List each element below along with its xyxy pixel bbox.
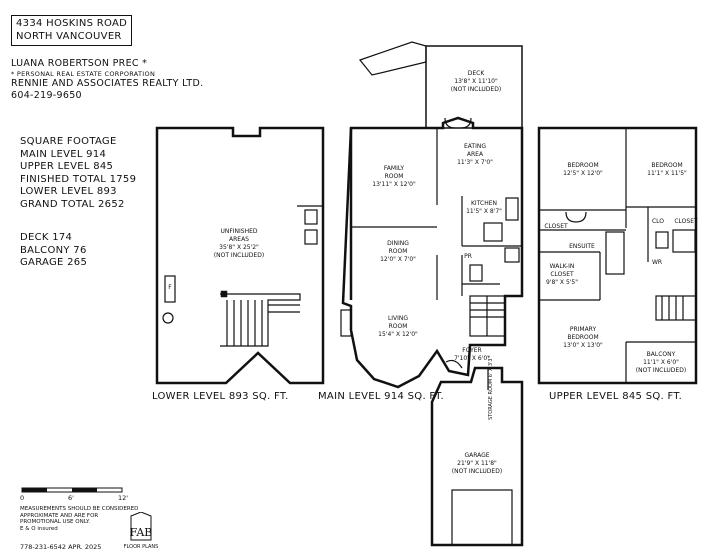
lower-utility-box-1 <box>304 209 318 225</box>
upper-level-outline <box>537 126 698 385</box>
address-line-1: 4334 HOSKINS ROAD <box>16 18 128 29</box>
sqft-heading: SQUARE FOOTAGE <box>20 136 117 147</box>
storage-room-label: STORAGE ROOM 6' X 3'3" <box>488 356 494 420</box>
closet-door-swing-1 <box>565 211 577 223</box>
foyer-door-swing <box>445 359 463 369</box>
hot-water-tank <box>162 312 174 324</box>
scale-label-12: 12' <box>118 494 129 502</box>
closet-1-label: CLOSET <box>544 223 568 230</box>
extras-list: DECK 174 BALCONY 76 GARAGE 265 <box>20 232 87 270</box>
sqft-finished: FINISHED TOTAL 1759 <box>20 173 137 185</box>
deck-stairs <box>359 41 427 76</box>
disclaimer-line: PROMOTIONAL USE ONLY. <box>20 519 91 525</box>
deck-door-swing-2 <box>460 117 472 129</box>
footer-phone-date: 778-231-6542 APR. 2025 <box>20 543 102 551</box>
square-footage-list: SQUARE FOOTAGE MAIN LEVEL 914 UPPER LEVE… <box>20 136 136 211</box>
furnace-box <box>164 275 176 303</box>
extras-balcony: BALCONY 76 <box>20 244 87 256</box>
extras-garage: GARAGE 265 <box>20 257 88 268</box>
agent-info: LUANA ROBERTSON PREC * * PERSONAL REAL E… <box>11 58 203 102</box>
ensuite-tub <box>605 231 625 275</box>
main-level-outline <box>341 116 524 389</box>
closet-2-label: CLOSET <box>674 218 698 225</box>
lower-stair-area <box>220 293 301 347</box>
pr-toilet <box>469 264 483 282</box>
upper-bathtub <box>672 229 696 253</box>
fridge <box>505 197 519 221</box>
sqft-main: MAIN LEVEL 914 <box>20 148 107 160</box>
upper-stairs <box>655 295 697 321</box>
logo-text: FAB <box>130 526 153 539</box>
disclaimer-line: MEASUREMENTS SHOULD BE CONSIDERED <box>20 506 139 512</box>
scale-bar <box>21 487 123 493</box>
agent-name: LUANA ROBERTSON PREC * <box>11 58 148 69</box>
address-line-2: NORTH VANCOUVER <box>16 31 122 42</box>
garage-outline <box>430 366 524 547</box>
disclaimer: MEASUREMENTS SHOULD BE CONSIDERED APPROX… <box>20 506 140 532</box>
stove <box>483 222 503 242</box>
extras-deck: DECK 174 <box>20 232 73 243</box>
lower-level-outline <box>155 126 325 385</box>
scale-label-0: 0 <box>20 494 25 502</box>
logo-subtext: FLOOR PLANS <box>124 544 159 550</box>
closet-door-swing-2 <box>575 211 587 223</box>
agent-corp: * PERSONAL REAL ESTATE CORPORATION <box>11 70 156 78</box>
lower-utility-box-2 <box>304 229 318 245</box>
fireplace <box>340 309 352 337</box>
fab-logo: FAB FLOOR PLANS <box>113 511 183 552</box>
sqft-upper: UPPER LEVEL 845 <box>20 161 114 172</box>
main-level-caption: MAIN LEVEL 914 SQ. FT. <box>318 391 444 402</box>
main-stairs <box>469 295 506 337</box>
address-box: 4334 HOSKINS ROAD NORTH VANCOUVER <box>11 15 133 46</box>
agent-phone: 604-219-9650 <box>11 90 82 101</box>
disclaimer-line: APPROXIMATE AND ARE FOR <box>20 512 99 519</box>
ensuite-label: ENSUITE <box>569 243 595 250</box>
upper-level-caption: UPPER LEVEL 845 SQ. FT. <box>549 391 683 402</box>
pr-label: PR <box>464 253 472 260</box>
upper-toilet <box>655 231 669 249</box>
scale-label-6: 6' <box>68 494 74 502</box>
agent-brokerage: RENNIE AND ASSOCIATES REALTY LTD. <box>11 78 204 89</box>
deck-door-swing-1 <box>444 117 456 129</box>
sqft-grand: GRAND TOTAL 2652 <box>20 198 125 210</box>
pr-sink <box>504 247 520 263</box>
furnace-label: F <box>168 284 172 291</box>
garage-door <box>451 489 513 546</box>
sqft-lower: LOWER LEVEL 893 <box>20 186 117 197</box>
disclaimer-line: E & O insured <box>20 525 58 532</box>
lower-level-caption: LOWER LEVEL 893 SQ. FT. <box>152 391 289 402</box>
lower-stairs <box>226 300 300 346</box>
closet-3-label: CLO <box>652 218 664 225</box>
wr-label: WR <box>652 259 662 266</box>
deck-outline <box>425 45 523 129</box>
